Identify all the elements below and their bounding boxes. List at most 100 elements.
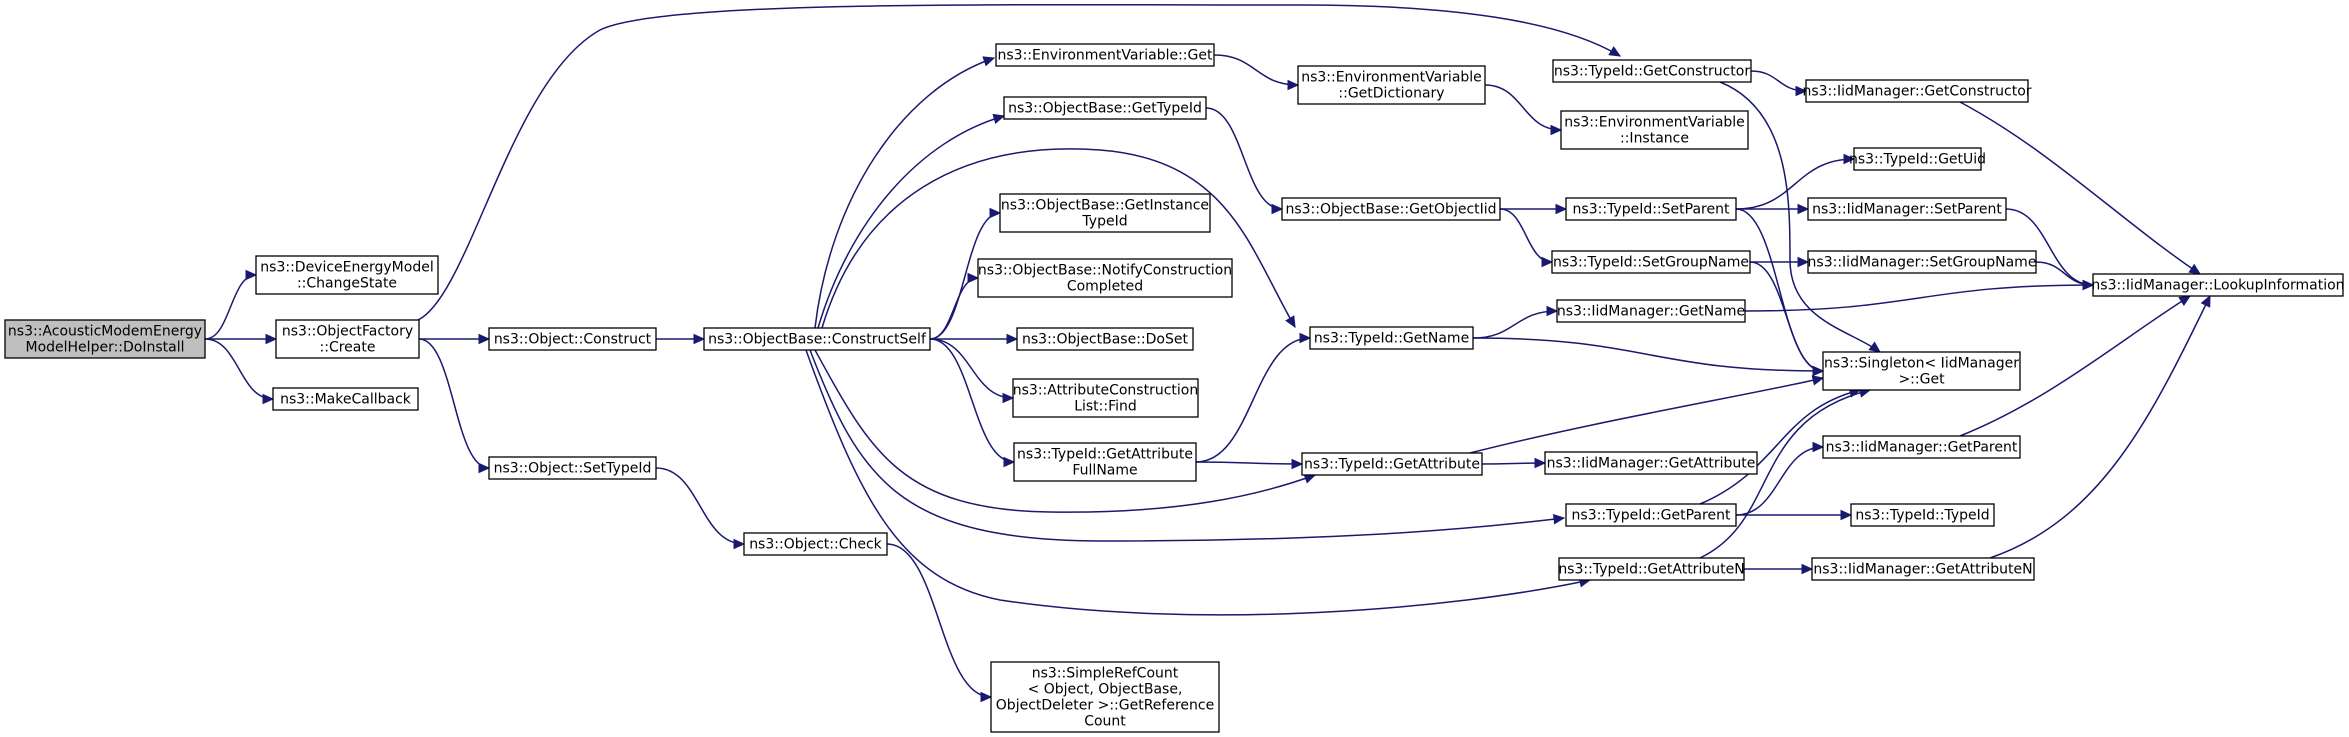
edge-ob_constructself-to-envvar_get [814, 57, 995, 329]
node-iid_setgroupname[interactable]: ns3::IidManager::SetGroupName [1807, 250, 2037, 274]
node-box [1565, 503, 1737, 527]
edge-obj_check-to-simplerefcount [886, 543, 992, 698]
node-label: ::GetDictionary [1338, 86, 1444, 102]
node-ob_getobjectiid[interactable]: ns3::ObjectBase::GetObjectIid [1281, 197, 1501, 221]
edge-tid_getconstructor-to-singleton_get-arrowhead [1868, 341, 1881, 353]
node-box [1544, 451, 1758, 475]
node-envvar_get[interactable]: ns3::EnvironmentVariable::Get [995, 43, 1215, 67]
node-box [1297, 65, 1486, 105]
node-iid_getattributen[interactable]: ns3::IidManager::GetAttributeN [1811, 557, 2035, 581]
edge-ob_constructself-to-ob_gettypeid [817, 115, 1005, 329]
node-box [743, 532, 888, 556]
node-box [488, 456, 657, 480]
edge-of_create-to-obj_settypeid [418, 338, 490, 469]
node-label: ns3::ObjectBase::GetInstance [1001, 198, 1209, 214]
node-label: ns3::IidManager::LookupInformation [2091, 278, 2344, 294]
node-label: < Object, ObjectBase, [1028, 682, 1183, 698]
node-label: ns3::MakeCallback [280, 392, 412, 408]
node-tid_getconstructor[interactable]: ns3::TypeId::GetConstructor [1552, 59, 1752, 83]
node-label: ns3::IidManager::GetConstructor [1802, 84, 2031, 100]
node-box [2092, 273, 2344, 297]
edge-tid_setparent-to-tid_getuid-arrowhead [1843, 153, 1856, 165]
node-box [1281, 197, 1501, 221]
node-iid_getparent[interactable]: ns3::IidManager::GetParent [1822, 435, 2021, 459]
node-tid_getattributen[interactable]: ns3::TypeId::GetAttributeN [1558, 557, 1745, 581]
node-iid_getattribute[interactable]: ns3::IidManager::GetAttribute [1544, 451, 1758, 475]
edge-iid_getparent-to-iid_lookupinformation-arrowhead [2178, 295, 2192, 307]
edge-tid_getname-to-singleton_get [1472, 337, 1824, 372]
node-label: ns3::ObjectBase::NotifyConstruction [978, 263, 1232, 279]
node-ob_gettypeid[interactable]: ns3::ObjectBase::GetTypeId [1003, 96, 1207, 120]
node-doinstall[interactable]: ns3::AcousticModemEnergyModelHelper::DoI… [4, 319, 206, 359]
node-obj_construct[interactable]: ns3::Object::Construct [488, 327, 657, 351]
edge-tid_getparent-to-iid_getparent [1735, 446, 1824, 516]
node-label: ns3::TypeId::GetParent [1572, 508, 1731, 524]
edge-iid_getparent-to-iid_lookupinformation [1959, 295, 2191, 437]
edge-ob_constructself-to-acl_find [929, 338, 1014, 399]
node-label: ns3::TypeId::GetName [1314, 331, 1469, 347]
node-box [255, 255, 439, 295]
node-tid_setparent[interactable]: ns3::TypeId::SetParent [1565, 197, 1737, 221]
node-box [4, 319, 206, 359]
node-tid_getuid[interactable]: ns3::TypeId::GetUid [1849, 147, 1986, 171]
node-obj_check[interactable]: ns3::Object::Check [743, 532, 888, 556]
edge-tid_getparent-to-tid_typeid-arrowhead [1840, 509, 1853, 521]
edge-tid_getparent-to-iid_getparent-arrowhead [1812, 441, 1825, 453]
node-iid_getname[interactable]: ns3::IidManager::GetName [1556, 299, 1746, 323]
node-simplerefcount[interactable]: ns3::SimpleRefCount< Object, ObjectBase,… [990, 661, 1220, 733]
edge-ob_constructself-to-ob_gettypeid-arrowhead [992, 113, 1006, 124]
node-box [1309, 326, 1474, 350]
node-tid_getparent[interactable]: ns3::TypeId::GetParent [1565, 503, 1737, 527]
node-ob_notifyconstruction[interactable]: ns3::ObjectBase::NotifyConstructionCompl… [977, 258, 1233, 298]
node-box [1822, 435, 2021, 459]
node-iid_setparent[interactable]: ns3::IidManager::SetParent [1807, 197, 2007, 221]
node-obj_settypeid[interactable]: ns3::Object::SetTypeId [488, 456, 657, 480]
node-box [1565, 197, 1737, 221]
edge-ob_constructself-to-ob_doset-arrowhead [1006, 333, 1019, 345]
edge-tid_getconstructor-to-iid_getconstructor-arrowhead [1795, 85, 1808, 97]
node-label: ns3::ObjectBase::GetTypeId [1008, 101, 1202, 117]
node-ob_constructself[interactable]: ns3::ObjectBase::ConstructSelf [703, 327, 931, 351]
edge-tid_setparent-to-iid_setparent-arrowhead [1797, 203, 1810, 215]
edge-tid_getattributefullname-to-tid_getname-arrowhead [1299, 332, 1312, 344]
node-ob_doset[interactable]: ns3::ObjectBase::DoSet [1016, 327, 1194, 351]
node-box [1301, 452, 1483, 476]
node-makecallback[interactable]: ns3::MakeCallback [272, 387, 419, 411]
node-label: ns3::TypeId::SetParent [1573, 202, 1730, 218]
node-label: ns3::IidManager::GetAttribute [1547, 456, 1756, 472]
node-tid_typeid[interactable]: ns3::TypeId::TypeId [1850, 503, 1995, 527]
node-envvar_getdictionary[interactable]: ns3::EnvironmentVariable::GetDictionary [1297, 65, 1486, 105]
edge-ob_gettypeid-to-ob_getobjectiid-arrowhead [1271, 203, 1284, 215]
edge-ob_constructself-to-tid_getattributefullname [929, 338, 1015, 463]
node-tid_getattribute[interactable]: ns3::TypeId::GetAttribute [1301, 452, 1483, 476]
node-iid_lookupinformation[interactable]: ns3::IidManager::LookupInformation [2091, 273, 2345, 297]
edge-envvar_get-to-envvar_getdictionary-arrowhead [1287, 79, 1300, 91]
node-label: ns3::ObjectFactory [282, 324, 413, 340]
node-tid_getname[interactable]: ns3::TypeId::GetName [1309, 326, 1474, 350]
node-changestate[interactable]: ns3::DeviceEnergyModel::ChangeState [255, 255, 439, 295]
edge-obj_construct-to-ob_constructself-arrowhead [693, 333, 706, 345]
edge-ob_gettypeid-to-ob_getobjectiid [1205, 107, 1283, 210]
edge-ob_getobjectiid-to-tid_setparent-arrowhead [1555, 203, 1568, 215]
node-singleton_get[interactable]: ns3::Singleton< IidManager>::Get [1822, 351, 2021, 391]
node-label: ::Instance [1620, 131, 1689, 147]
node-label: ns3::TypeId::GetAttributeN [1558, 562, 1744, 578]
node-tid_setgroupname[interactable]: ns3::TypeId::SetGroupName [1551, 250, 1751, 274]
edge-ob_constructself-to-envvar_get-arrowhead [982, 56, 996, 67]
edge-ob_constructself-to-tid_getname-arrowhead [1285, 315, 1296, 329]
node-of_create[interactable]: ns3::ObjectFactory::Create [275, 319, 420, 359]
node-box [272, 387, 419, 411]
call-nodes: ns3::AcousticModemEnergyModelHelper::DoI… [4, 43, 2345, 733]
node-box [1558, 557, 1745, 581]
edge-ob_constructself-to-tid_getattributen [805, 349, 1591, 616]
node-iid_getconstructor[interactable]: ns3::IidManager::GetConstructor [1802, 79, 2032, 103]
node-envvar_instance[interactable]: ns3::EnvironmentVariable::Instance [1560, 110, 1749, 150]
node-label: ns3::ObjectBase::ConstructSelf [708, 332, 927, 348]
edge-doinstall-to-changestate [204, 274, 257, 340]
node-label: ns3::TypeId::GetAttribute [1304, 457, 1480, 473]
edge-ob_constructself-to-ob_notifyconstruction [929, 277, 979, 340]
edge-tid_setparent-to-tid_getuid [1735, 158, 1855, 210]
